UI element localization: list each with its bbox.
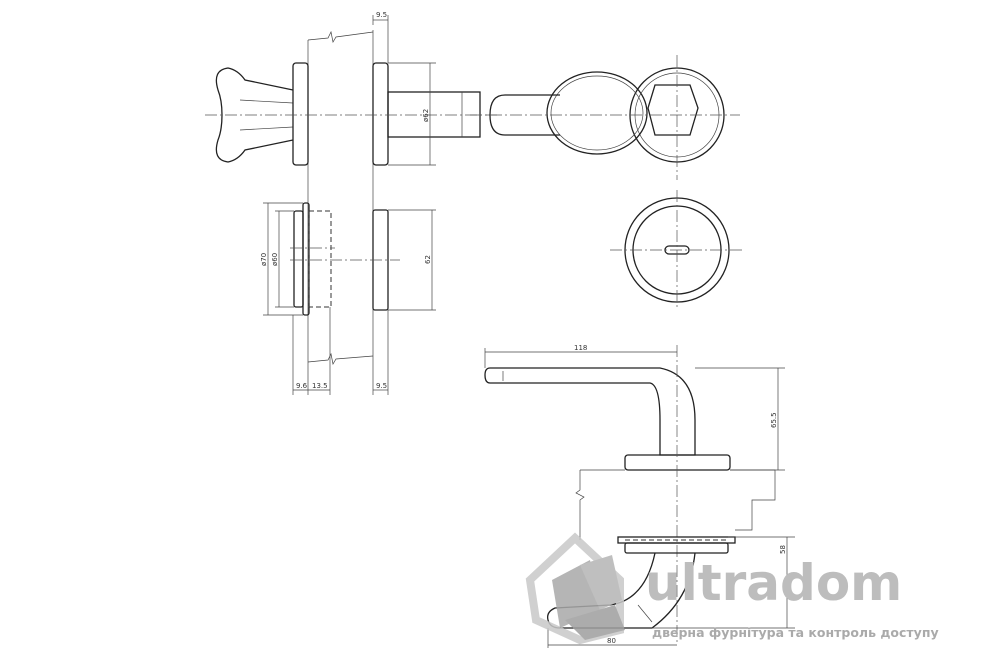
dim-lever-offset: 80 [607,637,616,645]
dim-lever-projection: 58 [779,545,787,554]
watermark-brand: ultradom [645,554,902,612]
escutcheon-front-view [610,190,745,310]
dim-escutcheon-thickness: 9.6 [296,382,308,390]
dim-rose-diameter: ø62 [422,109,430,122]
dim-lever-height: 65.5 [770,412,778,428]
lever-front-view [470,55,740,180]
ultradom-logo [525,532,625,645]
watermark-tagline: дверна фурнітура та контроль доступу [652,625,939,640]
dim-escutcheon-inner: ø60 [271,253,279,266]
dim-rose-thickness-top: 9.5 [376,11,387,19]
thumbturn-side-view [205,15,500,166]
lever-side-view [484,345,795,648]
dim-rose-thickness-bottom: 9.5 [376,382,387,390]
dim-lever-length: 118 [574,344,587,352]
dim-escutcheon-depth: 13.5 [312,382,328,390]
escutcheon-side-view [263,202,436,395]
dim-escutcheon-outer: ø70 [260,253,268,266]
dim-rose-height: 62 [424,255,432,264]
door-section [307,30,374,395]
